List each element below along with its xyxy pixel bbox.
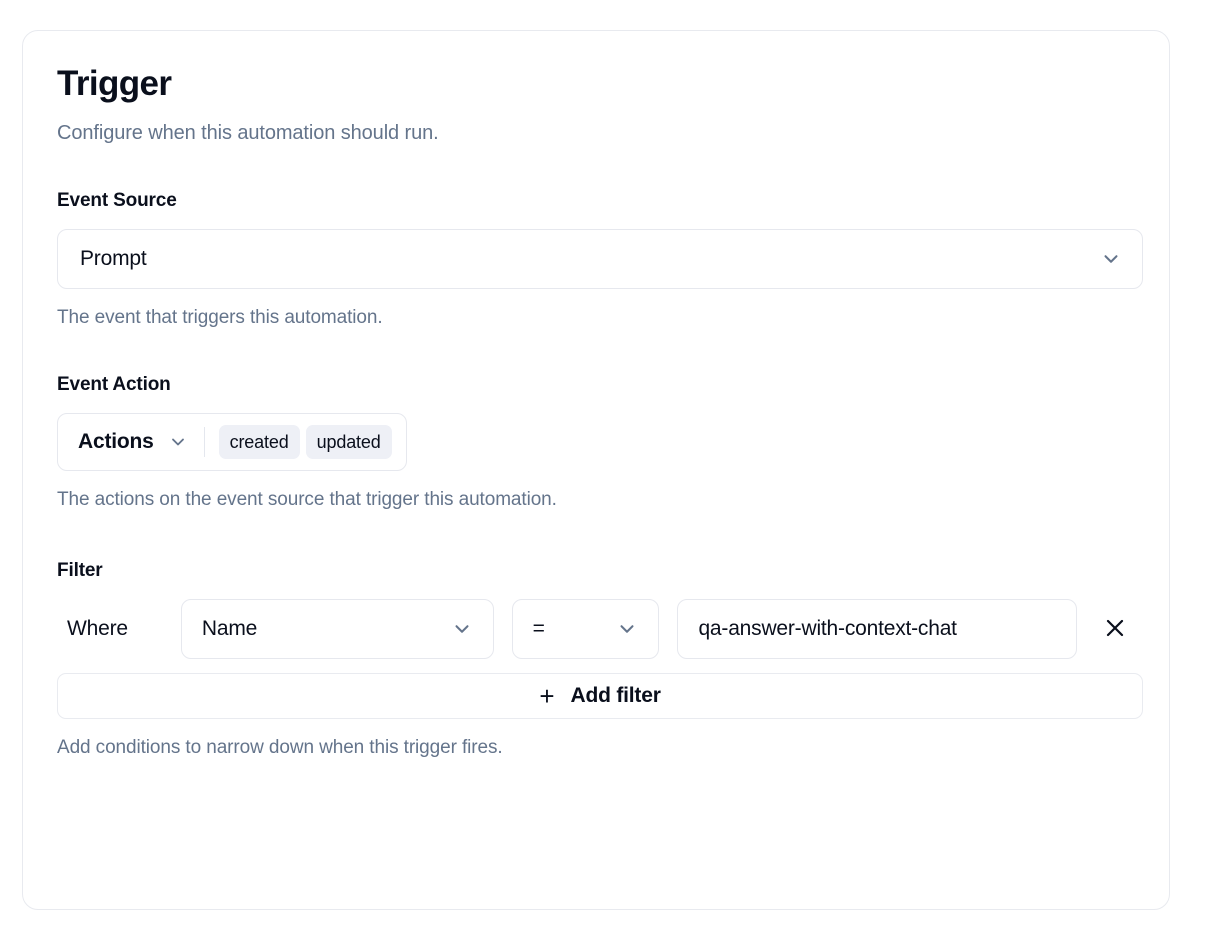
filter-operator-value: = (532, 617, 545, 640)
event-action-chips: created updated (218, 425, 392, 459)
event-source-select[interactable]: Prompt (57, 229, 1143, 289)
event-source-help: The event that triggers this automation. (57, 307, 383, 328)
combo-divider (203, 427, 205, 457)
page-subtitle: Configure when this automation should ru… (57, 122, 439, 144)
chevron-down-icon (168, 432, 188, 452)
filter-value-input[interactable]: qa-answer-with-context-chat (677, 599, 1078, 659)
close-icon (1103, 616, 1127, 643)
event-action-chip[interactable]: updated (305, 425, 392, 459)
remove-filter-button[interactable] (1095, 609, 1135, 649)
chevron-down-icon (1100, 248, 1122, 270)
event-source-field: Event Source Prompt The event that trigg… (57, 189, 1143, 331)
event-action-help: The actions on the event source that tri… (57, 489, 557, 510)
trigger-card: Trigger Configure when this automation s… (22, 30, 1170, 910)
event-source-label: Event Source (57, 190, 177, 211)
event-source-value: Prompt (80, 247, 147, 270)
event-action-label: Event Action (57, 374, 171, 395)
event-action-field: Event Action Actions created updated The… (57, 373, 1135, 513)
page-title: Trigger (57, 64, 172, 103)
add-filter-label: Add filter (570, 684, 661, 707)
filter-help: Add conditions to narrow down when this … (57, 737, 503, 758)
filter-operator-select[interactable]: = (511, 599, 660, 659)
filter-field-select[interactable]: Name (180, 599, 494, 659)
chevron-down-icon (451, 618, 473, 640)
event-action-dropdown[interactable]: Actions (78, 430, 204, 454)
filter-row: Where Name = qa-answer-with-context-chat (57, 599, 1135, 659)
where-label: Where (67, 617, 128, 640)
filter-value-text: qa-answer-with-context-chat (698, 617, 957, 640)
chevron-down-icon (616, 618, 638, 640)
event-action-dropdown-label: Actions (78, 430, 154, 453)
filter-field-value: Name (201, 617, 258, 640)
filter-field: Filter Where Name = qa-answer-with-c (57, 559, 1143, 761)
filter-label: Filter (57, 560, 103, 581)
event-action-chip[interactable]: created (218, 425, 300, 459)
plus-icon: + (539, 681, 555, 711)
event-action-combo: Actions created updated (57, 413, 407, 471)
add-filter-button[interactable]: + Add filter (57, 673, 1143, 719)
